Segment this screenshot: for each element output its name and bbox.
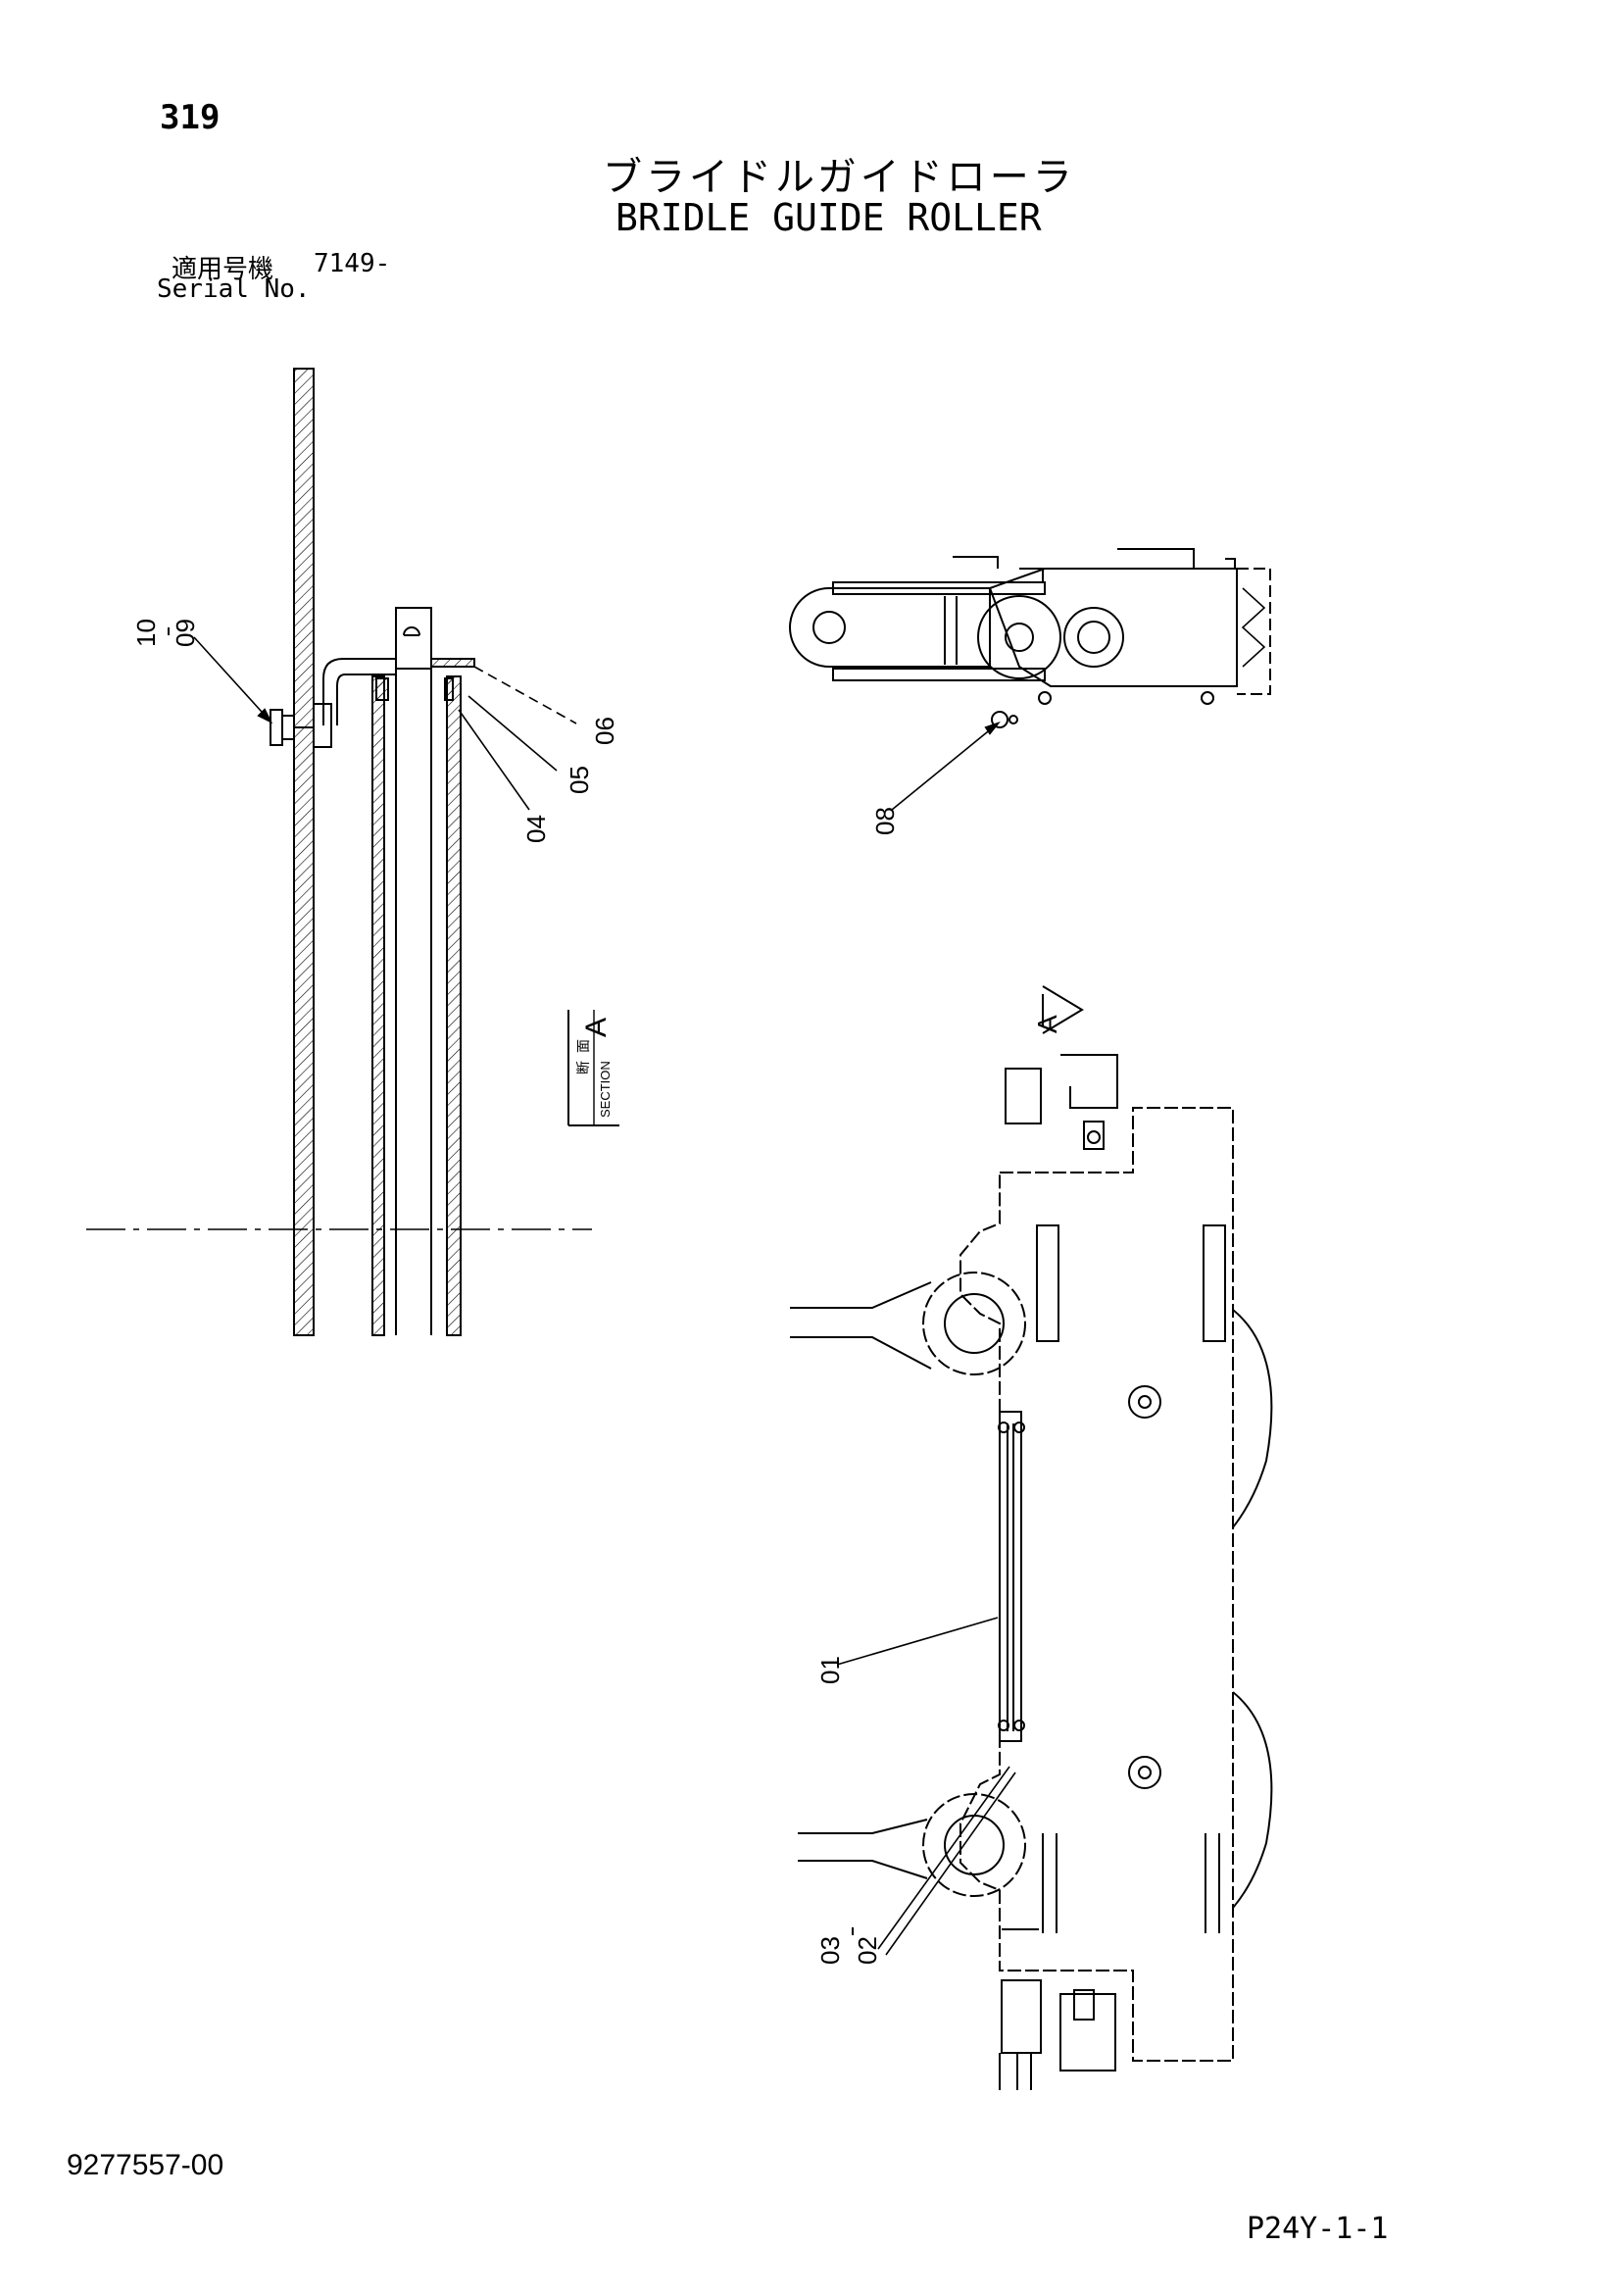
serial-label-english: Serial No. — [157, 275, 311, 304]
guide-tube-left — [371, 675, 385, 1336]
serial-label-japanese: 適用号機 — [172, 255, 274, 284]
guide-bar — [999, 1411, 1022, 1742]
main-plate — [959, 1107, 1234, 2062]
callout-10: 10 — [131, 619, 161, 647]
title-japanese: ブライドルガイドローラ — [603, 155, 1076, 200]
callout-09: 09 — [171, 619, 200, 647]
callout-02: 02 — [853, 1936, 882, 1965]
document-number: 9277557-00 — [67, 2149, 224, 2181]
upper-boss — [922, 1272, 1026, 1375]
side-view — [790, 985, 1273, 2090]
section-letter: A — [580, 1018, 613, 1037]
section-label-jp-2: 面 — [575, 1039, 591, 1053]
callout-01: 01 — [815, 1656, 845, 1684]
bent-rod — [322, 658, 396, 725]
bolt-head — [270, 709, 283, 746]
flange — [430, 658, 475, 668]
top-bracket — [395, 607, 432, 670]
section-label: 断 面 SECTION A — [567, 1010, 619, 1126]
serial-number-value: 7149- — [314, 249, 391, 278]
top-view — [789, 548, 1271, 811]
guide-tube-right — [446, 675, 462, 1336]
section-label-en: SECTION — [598, 1061, 613, 1118]
callout-05: 05 — [565, 766, 594, 794]
page-number: 319 — [160, 98, 221, 137]
callout-08: 08 — [870, 807, 900, 835]
title-english: BRIDLE GUIDE ROLLER — [615, 196, 1042, 239]
callout-03: 03 — [815, 1936, 845, 1965]
callout-06: 06 — [590, 717, 619, 745]
section-label-jp-1: 断 — [575, 1061, 591, 1074]
section-arrow-letter: A — [1032, 1015, 1062, 1033]
section-view — [86, 368, 592, 1336]
lower-boss — [922, 1793, 1026, 1897]
wall-plate — [293, 368, 315, 1336]
callout-04: 04 — [521, 815, 551, 843]
page-code: P24Y-1-1 — [1247, 2212, 1389, 2246]
